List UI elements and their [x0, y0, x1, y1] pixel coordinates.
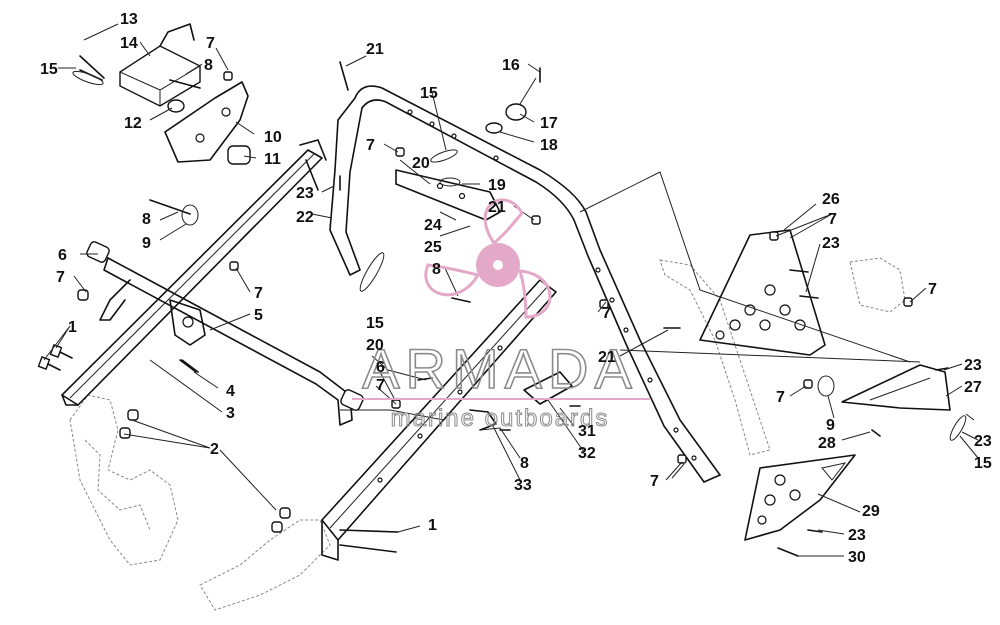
callout-7: 7	[56, 269, 65, 286]
callout-7: 7	[366, 137, 375, 154]
callout-14: 14	[120, 35, 138, 52]
callout-4: 4	[226, 383, 235, 400]
callout-7: 7	[254, 285, 263, 302]
callout-24: 24	[424, 217, 442, 234]
callout-21: 21	[488, 199, 506, 216]
callout-23: 23	[964, 357, 982, 374]
callout-7: 7	[602, 305, 611, 322]
callout-23: 23	[296, 185, 314, 202]
callout-15: 15	[40, 61, 58, 78]
callout-12: 12	[124, 115, 142, 132]
callout-labels: 13 14 15 7 8 12 10 11 21 15 7 20 23 22 1…	[40, 11, 992, 566]
callout-20: 20	[366, 337, 384, 354]
angle-bracket	[841, 364, 951, 411]
callout-2: 2	[210, 441, 219, 458]
callout-26: 26	[822, 191, 840, 208]
callout-18: 18	[540, 137, 558, 154]
mount-bracket	[169, 299, 206, 373]
callout-8: 8	[204, 57, 213, 74]
callout-6: 6	[376, 359, 385, 376]
callout-31: 31	[578, 423, 596, 440]
callout-15: 15	[420, 85, 438, 102]
callout-22: 22	[296, 209, 314, 226]
callout-7: 7	[650, 473, 659, 490]
callout-7: 7	[776, 389, 785, 406]
callout-27: 27	[964, 379, 982, 396]
callout-6: 6	[58, 247, 67, 264]
callout-7: 7	[828, 211, 837, 228]
chassis-outline	[69, 257, 906, 611]
callout-28: 28	[818, 435, 836, 452]
fasteners	[37, 61, 949, 557]
callout-1: 1	[68, 319, 77, 336]
callout-23: 23	[974, 433, 992, 450]
callout-21: 21	[366, 41, 384, 58]
callout-8: 8	[432, 261, 441, 278]
callout-32: 32	[578, 445, 596, 462]
callout-15: 15	[974, 455, 992, 472]
callout-23: 23	[822, 235, 840, 252]
callout-16: 16	[502, 57, 520, 74]
callout-29: 29	[862, 503, 880, 520]
callout-33: 33	[514, 477, 532, 494]
callout-10: 10	[264, 129, 282, 146]
callout-20: 20	[412, 155, 430, 172]
brand-watermark: ARMADA marine outboards	[352, 198, 650, 433]
callout-7: 7	[928, 281, 937, 298]
callout-25: 25	[424, 239, 442, 256]
leader-lines	[43, 23, 979, 557]
controller-assembly	[72, 23, 251, 165]
callout-8: 8	[142, 211, 151, 228]
side-rail-upper	[61, 139, 327, 406]
propeller-icon	[424, 198, 552, 319]
callout-11: 11	[264, 151, 281, 168]
roll-bar-frame	[329, 85, 721, 483]
callout-15: 15	[366, 315, 384, 332]
callout-1: 1	[428, 517, 437, 534]
cross-tube	[86, 241, 364, 426]
callout-9: 9	[826, 417, 835, 434]
callout-21: 21	[598, 349, 616, 366]
callout-30: 30	[848, 549, 866, 566]
watermark-brand: ARMADA	[362, 337, 638, 400]
perforated-plate-upper	[699, 229, 826, 356]
side-rail-lower	[321, 279, 557, 561]
bushing-set	[485, 77, 537, 134]
callout-19: 19	[488, 177, 506, 194]
watermark-tagline: marine outboards	[391, 405, 610, 432]
callout-7: 7	[206, 35, 215, 52]
callout-7: 7	[376, 377, 385, 394]
callout-3: 3	[226, 405, 235, 422]
loop-straps	[359, 252, 967, 441]
perforated-plate-lower	[744, 454, 856, 541]
callout-23: 23	[848, 527, 866, 544]
callout-13: 13	[120, 11, 138, 28]
callout-9: 9	[142, 235, 151, 252]
hinge-bracket	[395, 149, 501, 221]
callout-17: 17	[540, 115, 558, 132]
callout-8: 8	[520, 455, 529, 472]
callout-5: 5	[254, 307, 263, 324]
